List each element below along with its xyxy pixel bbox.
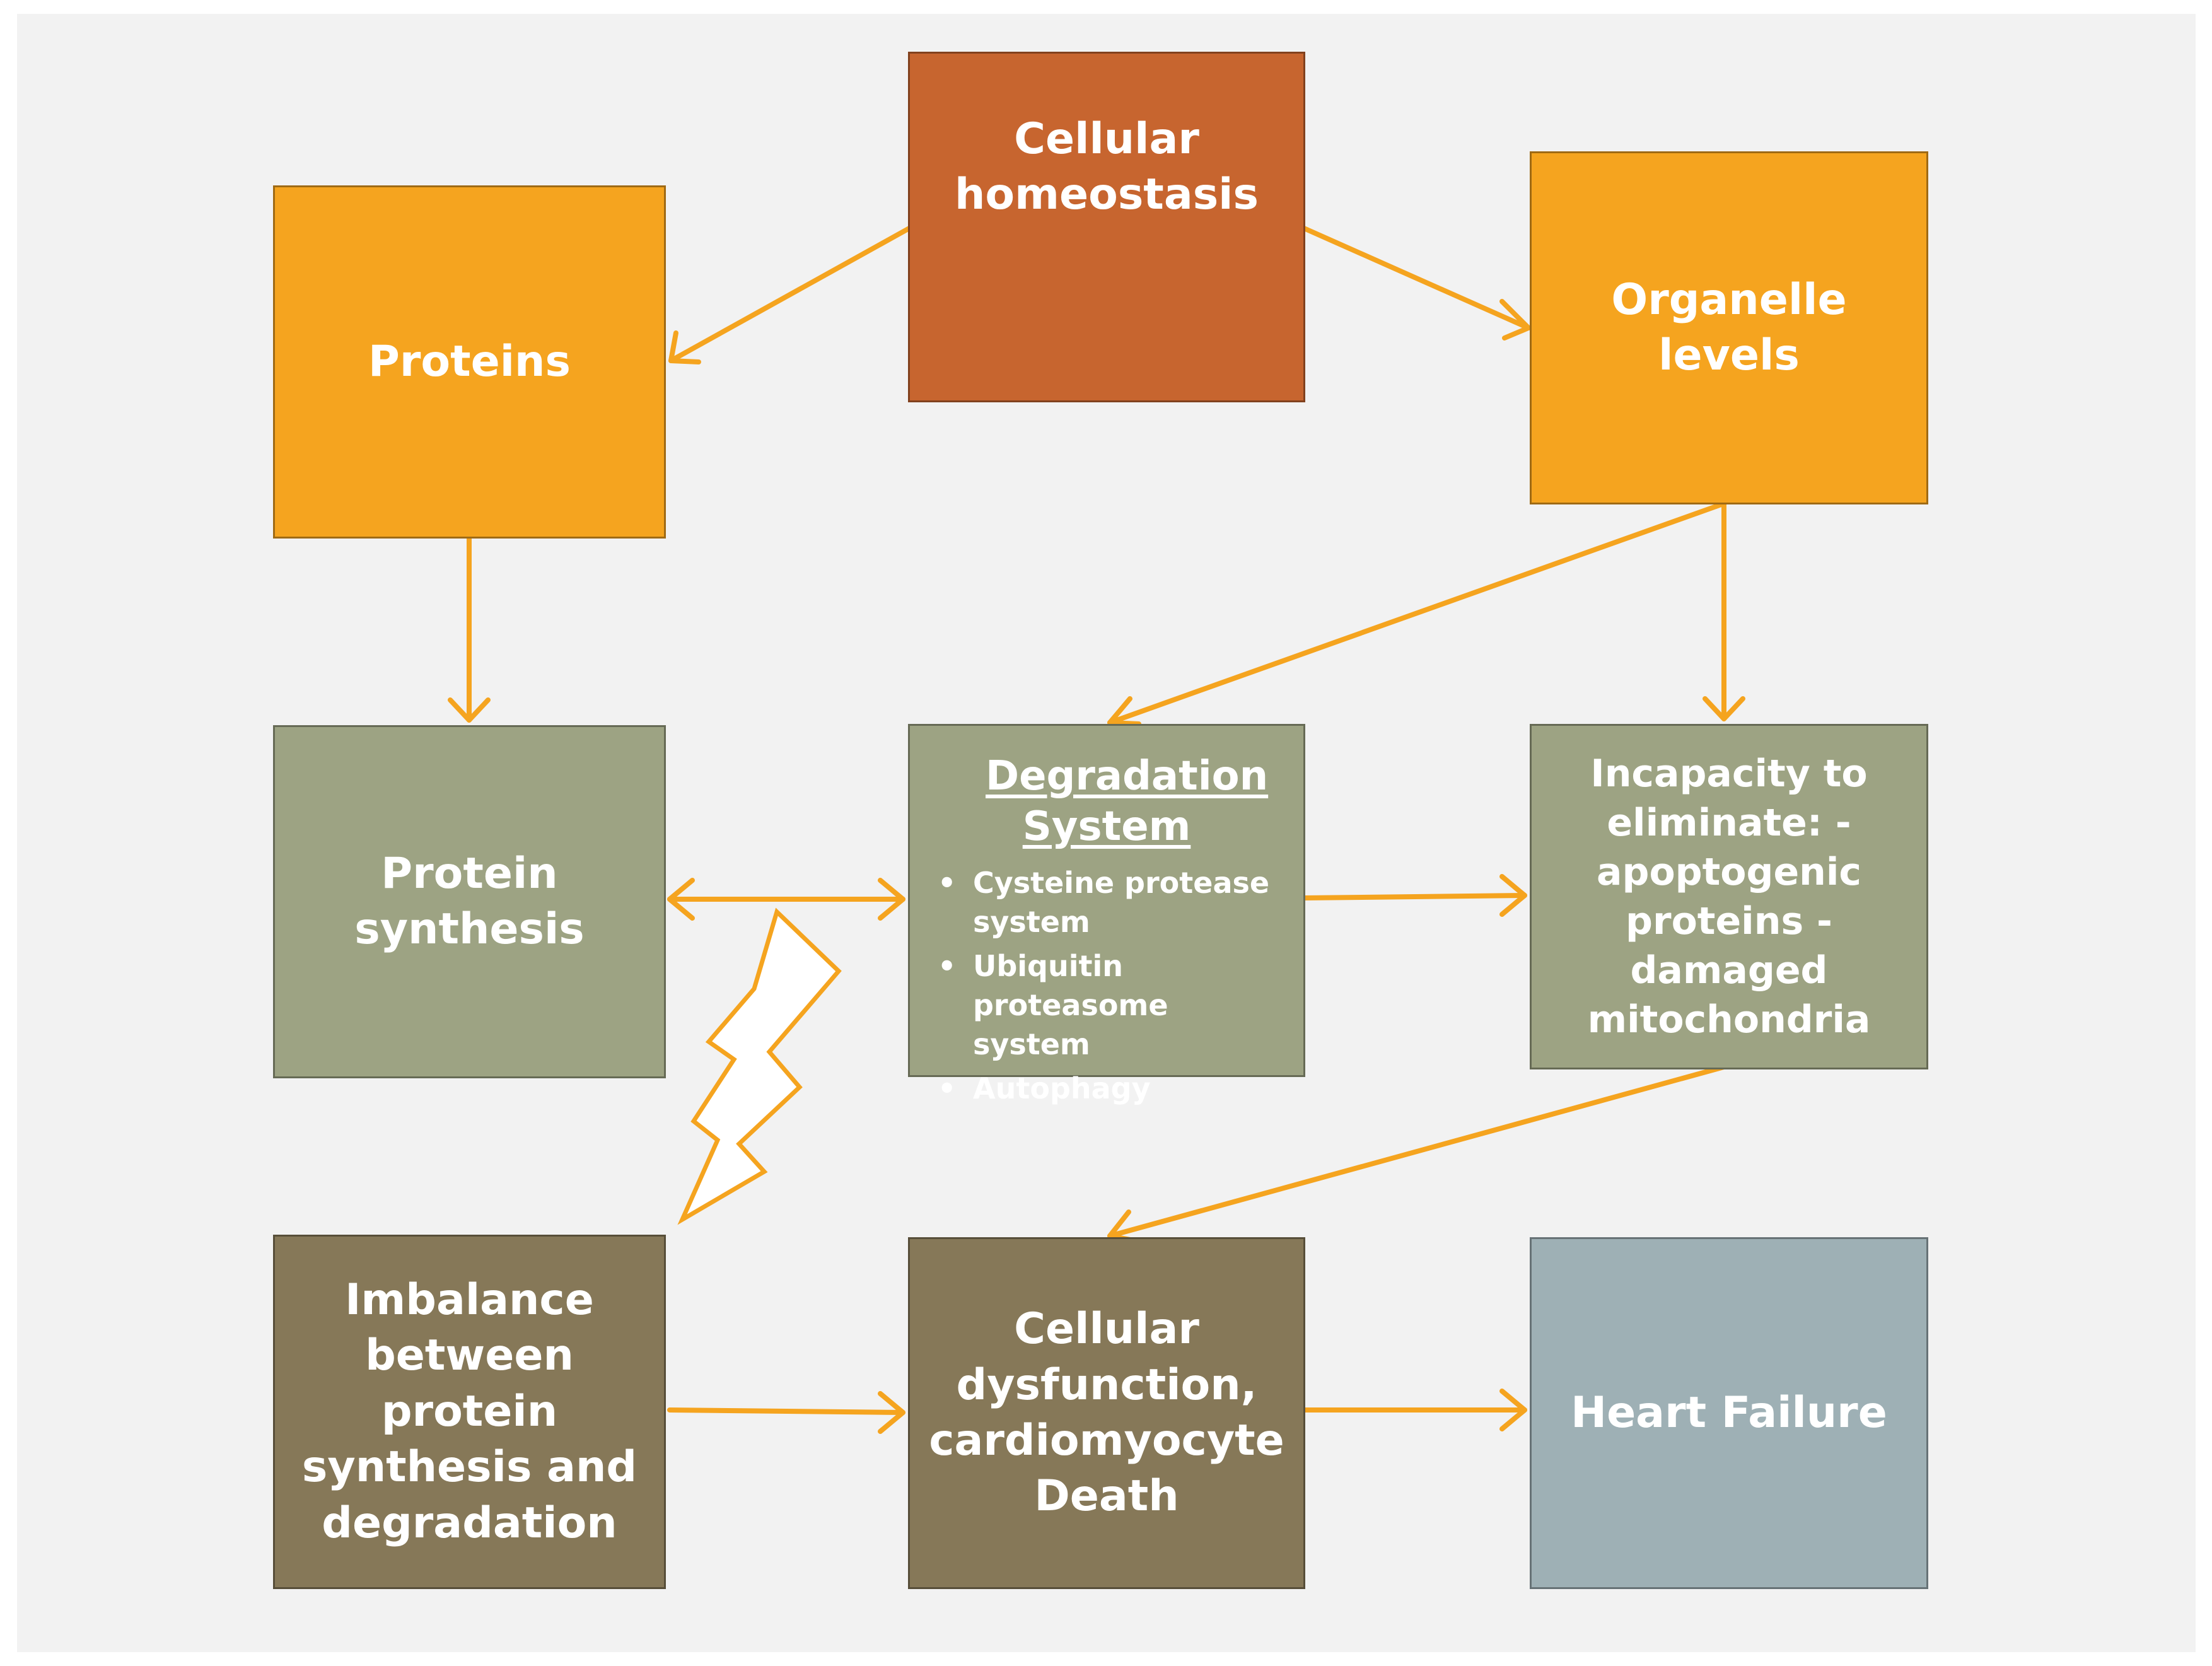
node-label: Cellular dysfunction, cardiomyocyte Deat… — [929, 1304, 1284, 1522]
node-label: Imbalance between protein synthesis and … — [301, 1275, 637, 1548]
node-cellular-homeostasis: Cellular homeostasis — [908, 52, 1305, 402]
edge-organelle-to-degradation — [1107, 502, 1724, 726]
edge-proteins-to-synthesis — [448, 535, 491, 723]
bullet-icon: • — [938, 1071, 957, 1106]
node-heart-failure: Heart Failure — [1530, 1237, 1928, 1589]
edge-organelle-to-incapacity — [1703, 502, 1745, 721]
bullet-icon: • — [938, 866, 957, 900]
degradation-title: Degradation System — [986, 753, 1269, 850]
degradation-item: • Autophagy — [929, 1069, 1284, 1108]
degradation-item-label: Autophagy — [973, 1071, 1151, 1106]
degradation-item: • Ubiquitin proteasome system — [929, 947, 1284, 1064]
edge-homeostasis-to-organelle — [1301, 226, 1531, 341]
edge-dysfunction-to-heart-failure — [1301, 1389, 1527, 1431]
node-imbalance: Imbalance between protein synthesis and … — [273, 1235, 666, 1589]
degradation-item: • Cysteine protease system — [929, 863, 1284, 941]
node-label: Protein synthesis — [354, 848, 585, 954]
node-protein-synthesis: Protein synthesis — [273, 725, 666, 1078]
node-incapacity: Incapacity to eliminate: - apoptogenic p… — [1530, 724, 1928, 1069]
degradation-item-label: Ubiquitin proteasome system — [973, 949, 1168, 1062]
node-label: Incapacity to eliminate: - apoptogenic p… — [1587, 752, 1871, 1042]
degradation-item-label: Cysteine protease system — [973, 866, 1270, 940]
node-organelle-levels: Organelle levels — [1530, 151, 1928, 504]
bullet-icon: • — [938, 949, 957, 984]
degradation-list: • Cysteine protease system • Ubiquitin p… — [929, 863, 1284, 1114]
edge-imbalance-to-dysfunction — [667, 1391, 905, 1434]
node-cellular-dysfunction: Cellular dysfunction, cardiomyocyte Deat… — [908, 1237, 1305, 1589]
node-label: Cellular homeostasis — [955, 114, 1259, 219]
edge-synthesis-degradation-bidirectional — [667, 878, 905, 921]
lightning-bolt-icon — [677, 907, 842, 1225]
node-label: Organelle levels — [1611, 274, 1847, 380]
edge-degradation-to-incapacity — [1301, 874, 1527, 917]
node-label: Proteins — [368, 336, 571, 387]
node-label: Heart Failure — [1571, 1387, 1887, 1438]
edge-homeostasis-to-proteins — [668, 226, 912, 364]
node-proteins: Proteins — [273, 185, 666, 539]
node-degradation-system: Degradation System • Cysteine protease s… — [908, 724, 1305, 1105]
